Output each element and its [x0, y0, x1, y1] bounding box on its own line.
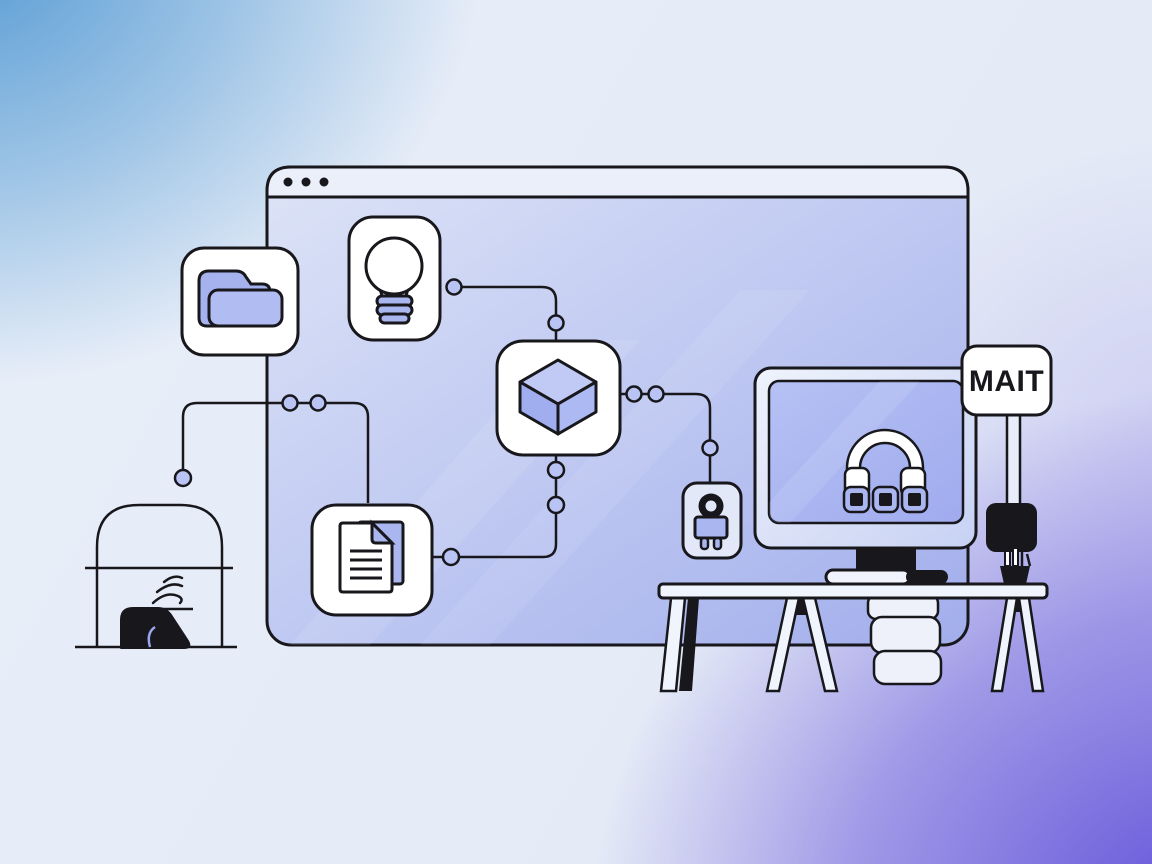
desk [657, 582, 1049, 693]
desk-leg [1017, 596, 1045, 693]
sign-post: MAIT [960, 344, 1053, 584]
connector-dot [547, 314, 565, 332]
storage-stack [866, 593, 943, 686]
desk-leg-dark [679, 598, 699, 691]
lightbulb-icon [364, 236, 424, 325]
cube-icon [518, 358, 598, 436]
monitor [753, 366, 978, 586]
cup [1000, 566, 1030, 584]
connector-dot [647, 385, 665, 403]
connector-dot [441, 547, 461, 567]
monitor-base [824, 568, 912, 586]
lightbulb-card [347, 215, 442, 342]
screen-streak [769, 381, 920, 523]
pen-icon [1004, 550, 1011, 567]
window-dot-icon [319, 177, 329, 187]
monitor-neck [856, 546, 916, 572]
pen-cup [1000, 547, 1032, 584]
sign-board [960, 344, 1053, 417]
connector-dot [281, 394, 299, 412]
monitor-base-shadow [906, 570, 948, 584]
pen-icon [1020, 552, 1032, 567]
connector-line [461, 285, 558, 316]
connector-dot [625, 385, 643, 403]
plug-icon [693, 493, 729, 551]
desk-leg [990, 596, 1019, 693]
headphones-plugs-icon [842, 428, 929, 514]
window-dot-icon [283, 177, 293, 187]
connector-line [620, 392, 712, 483]
connector-dot [173, 468, 193, 488]
folder-card [180, 246, 300, 357]
connector-dot [701, 439, 719, 457]
connector-line [181, 401, 370, 503]
window-titlebar [265, 165, 970, 199]
steam-squiggles [151, 575, 184, 605]
stack-box [869, 615, 942, 655]
stack-box [872, 649, 943, 686]
desk-legs [659, 596, 1045, 693]
workflow-connectors [173, 278, 719, 567]
document-card [310, 503, 434, 617]
document-icon [338, 519, 405, 594]
connector-dot [445, 278, 463, 296]
cube-card [495, 339, 622, 457]
desk-top [657, 582, 1049, 600]
plug-card [681, 481, 743, 560]
cat-house [75, 503, 237, 649]
connector-line [432, 455, 558, 559]
folder-icon [197, 269, 284, 328]
window-dot-icon [301, 177, 311, 187]
connector-dots [173, 278, 719, 567]
connector-dot [309, 394, 327, 412]
sign-base-box [986, 503, 1037, 552]
pen-icon [1012, 547, 1019, 567]
window-controls [283, 177, 329, 187]
sign-label: MAIT [969, 365, 1044, 398]
connector-dot [546, 495, 566, 515]
sign-pole [1005, 413, 1022, 507]
sleeping-cat-icon [120, 575, 193, 649]
arch-outline [95, 503, 224, 648]
connector-dot [546, 460, 566, 480]
